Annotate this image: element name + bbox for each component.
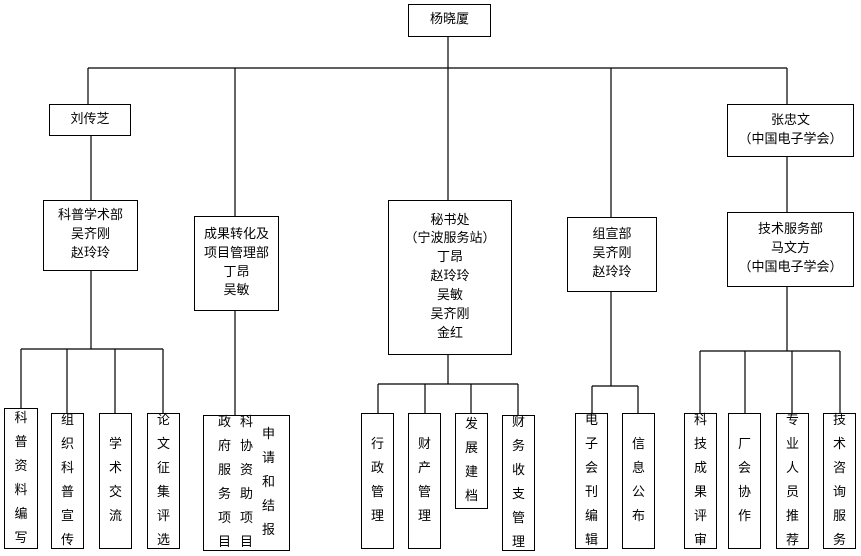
dept-jishu-line: 马文方 <box>770 241 810 257</box>
leaf-jishu-zixun: 技术咨询服务 <box>823 413 856 549</box>
leaf-caichan: 财产管理 <box>408 413 441 549</box>
leaf-label: 厂会协作 <box>737 437 751 524</box>
dept-chengguo-line: 成果转化及 <box>203 226 269 242</box>
node-liu: 刘传芝 <box>49 104 131 136</box>
leaf-label: 论文征集评选 <box>156 413 170 548</box>
leaf-chengguo-projects: 政府服务项目 科协资助项目 申请和结报 <box>203 415 290 551</box>
leaf-huikan: 电子会刊编辑 <box>575 413 608 549</box>
leaf-label: 行政管理 <box>370 437 384 524</box>
leaf-label: 信息公布 <box>631 437 645 524</box>
leaf-zhuanye: 专业人员推荐 <box>776 413 809 549</box>
leaf-xingzheng: 行政管理 <box>361 413 394 549</box>
dept-mishu-line: 金红 <box>436 325 463 341</box>
dept-kepu-line: 吴齐刚 <box>70 227 110 243</box>
node-zhang-name: 张忠文 <box>770 112 810 128</box>
node-zhang: 张忠文 （中国电子学会） <box>727 104 854 157</box>
dept-mishu-line: 吴齐刚 <box>430 306 470 322</box>
leaf-label: 财产管理 <box>417 437 431 524</box>
dept-kepu: 科普学术部 吴齐刚 赵玲玲 <box>43 200 138 271</box>
root-label: 杨晓厦 <box>429 12 469 28</box>
node-zhang-org: （中国电子学会） <box>738 131 843 147</box>
leaf-keji: 科技成果评审 <box>684 413 717 549</box>
leaf-label: 专业人员推荐 <box>785 413 799 548</box>
leaf-label: 学术交流 <box>108 437 122 524</box>
leaf-xueshu: 学术交流 <box>99 413 132 549</box>
dept-mishu-line: 吴敏 <box>436 287 463 303</box>
leaf-label: 科普资料编写 <box>14 410 28 546</box>
leaf-fazhan: 发展建档 <box>455 413 488 509</box>
leaf-label: 政府服务项目 <box>217 415 231 550</box>
dept-kepu-line: 赵玲玲 <box>70 245 110 261</box>
dept-mishu-line: 秘书处 <box>430 212 470 228</box>
leaf-label: 财务收支管理 <box>511 415 525 550</box>
leaf-xinxi: 信息公布 <box>622 413 655 549</box>
leaf-kepu-ziliao: 科普资料编写 <box>4 408 38 549</box>
leaf-label: 组织科普宣传 <box>60 413 74 548</box>
dept-chengguo-line: 吴敏 <box>223 283 250 299</box>
leaf-lunwen: 论文征集评选 <box>147 413 180 549</box>
dept-zuxuan-line: 赵玲玲 <box>592 264 632 280</box>
dept-mishu: 秘书处 （宁波服务站） 丁昂 赵玲玲 吴敏 吴齐刚 金红 <box>388 200 512 355</box>
dept-kepu-line: 科普学术部 <box>57 208 123 224</box>
leaf-label: 发展建档 <box>464 417 478 504</box>
leaf-caiwu: 财务收支管理 <box>502 415 535 551</box>
dept-jishu-line: 技术服务部 <box>757 222 823 238</box>
leaf-label: 申请和结报 <box>261 427 275 538</box>
dept-chengguo: 成果转化及 项目管理部 丁昂 吴敏 <box>194 216 279 311</box>
node-liu-label: 刘传芝 <box>70 111 110 127</box>
leaf-label: 科协资助项目 <box>239 415 253 550</box>
dept-mishu-line: 丁昂 <box>436 250 463 266</box>
leaf-changhui: 厂会协作 <box>728 413 761 549</box>
leaf-label: 科技成果评审 <box>693 413 707 548</box>
dept-zuxuan-line: 吴齐刚 <box>592 246 632 262</box>
dept-mishu-line: 赵玲玲 <box>430 269 470 285</box>
dept-mishu-line: （宁波服务站） <box>404 231 496 247</box>
dept-jishu: 技术服务部 马文方 （中国电子学会） <box>727 212 854 287</box>
dept-chengguo-line: 项目管理部 <box>203 245 269 261</box>
root-node: 杨晓厦 <box>408 4 491 37</box>
dept-zuxuan-line: 组宣部 <box>592 227 632 243</box>
dept-chengguo-line: 丁昂 <box>223 264 250 280</box>
dept-zuxuan: 组宣部 吴齐刚 赵玲玲 <box>567 217 657 292</box>
leaf-label: 技术咨询服务 <box>832 413 846 548</box>
dept-jishu-line: （中国电子学会） <box>738 259 843 275</box>
leaf-zuzhi-kepu: 组织科普宣传 <box>51 413 84 549</box>
leaf-label: 电子会刊编辑 <box>584 413 598 548</box>
